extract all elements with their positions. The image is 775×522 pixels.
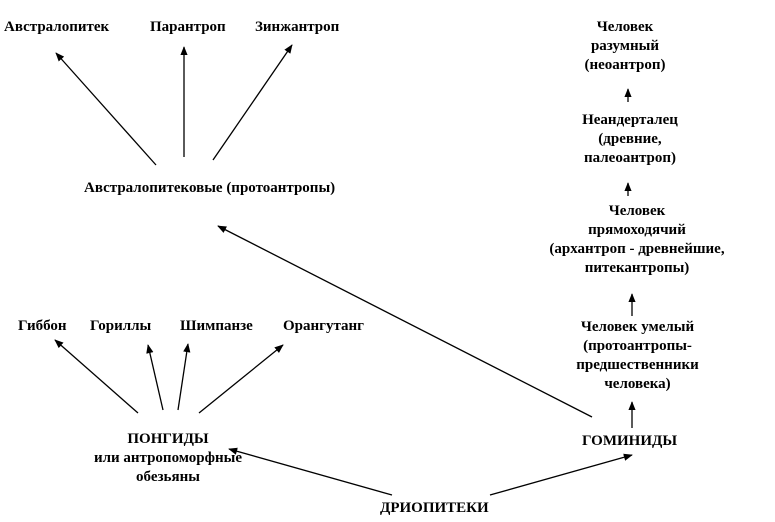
label-neanderthal: Неандерталец (древние, палеоантроп) bbox=[555, 111, 705, 168]
label-chimpanzee: Шимпанзе bbox=[180, 318, 253, 334]
label-homo-habilis: Человек умелый (протоантропы- предшестве… bbox=[570, 318, 705, 394]
sapiens-line2: разумный bbox=[590, 38, 660, 54]
arrow-to-australopithecus bbox=[55, 52, 157, 166]
sapiens-line1: Человек bbox=[596, 19, 654, 35]
habilis-line2: (протоантропы- bbox=[583, 338, 692, 354]
label-zinjanthropus: Зинжантроп bbox=[255, 19, 340, 35]
erectus-line1: Человек bbox=[608, 203, 666, 219]
label-dryopithecus: ДРИОПИТЕКИ bbox=[380, 500, 489, 516]
label-gorillas: Гориллы bbox=[90, 318, 152, 334]
erectus-line3: (архантроп - древнейшие, bbox=[549, 241, 725, 257]
arrow-to-gorillas bbox=[146, 344, 164, 411]
pongids-title: ПОНГИДЫ bbox=[127, 431, 209, 447]
habilis-line3: предшественники bbox=[576, 357, 699, 373]
label-australopithecus: Австралопитек bbox=[4, 19, 110, 35]
arrow-to-orangutan bbox=[198, 344, 284, 414]
arrow-dryopithecus-to-pongids bbox=[228, 447, 393, 496]
pongids-subtitle-line2: обезьяны bbox=[136, 469, 200, 485]
arrow-dryopithecus-to-hominids bbox=[489, 453, 633, 496]
label-pongids: ПОНГИДЫ или антропоморфные обезьяны bbox=[55, 430, 281, 487]
neanderthal-line1: Неандерталец bbox=[582, 112, 678, 128]
label-homo-erectus: Человек прямоходячий (архантроп - древне… bbox=[532, 202, 742, 278]
label-homo-sapiens: Человек разумный (неоантроп) bbox=[550, 18, 700, 75]
neanderthal-line3: палеоантроп) bbox=[583, 150, 677, 166]
arrow-to-gibbon bbox=[54, 339, 139, 414]
habilis-line1: Человек умелый bbox=[580, 319, 695, 335]
arrow-to-zinjanthropus bbox=[212, 44, 293, 161]
pongids-subtitle-line1: или антропоморфные bbox=[93, 450, 243, 466]
neanderthal-line2: (древние, bbox=[598, 131, 662, 147]
sapiens-line3: (неоантроп) bbox=[584, 57, 666, 73]
label-orangutan: Орангутанг bbox=[283, 318, 364, 334]
label-australopithecines: Австралопитековые (протоантропы) bbox=[84, 180, 336, 196]
arrow-hominids-to-australopithecines bbox=[217, 225, 593, 418]
habilis-line4: человека) bbox=[604, 376, 671, 392]
label-paranthropus: Парантроп bbox=[150, 19, 226, 35]
arrow-to-chimpanzee bbox=[177, 343, 191, 411]
label-gibbon: Гиббон bbox=[18, 318, 67, 334]
erectus-line2: прямоходячий bbox=[588, 222, 686, 238]
label-hominids: ГОМИНИДЫ bbox=[582, 433, 678, 449]
erectus-line4: питекантропы) bbox=[584, 260, 690, 276]
